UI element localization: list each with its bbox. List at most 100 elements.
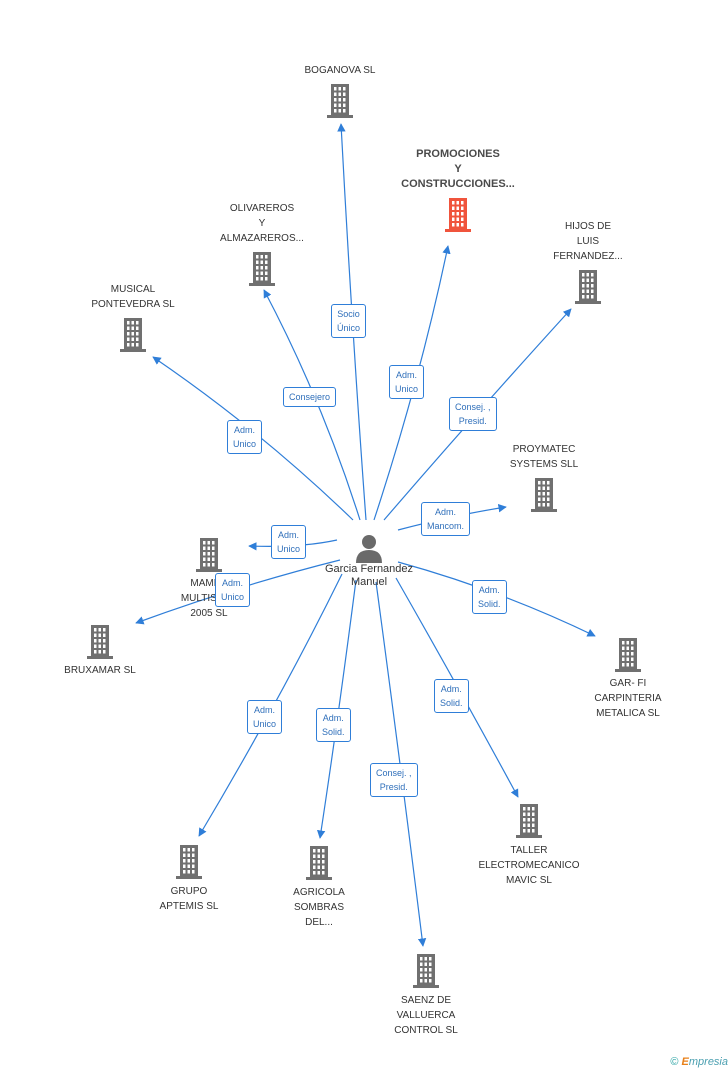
relation-label-line: Consej. , (376, 768, 412, 778)
relation-label-line: Unico (277, 544, 301, 554)
relation-label-line: Unico (221, 592, 245, 602)
company-label-line: ELECTROMECANICO (478, 860, 580, 871)
company-node-proymatec[interactable]: PROYMATEC SYSTEMS SLL (474, 442, 614, 512)
company-node-olivareros[interactable]: OLIVAREROS Y ALMAZAREROS... (192, 201, 332, 286)
brand-logo-text: mpresia (688, 1056, 728, 1068)
company-label-line: CONTROL SL (394, 1025, 458, 1036)
company-node-musical[interactable]: MUSICAL PONTEVEDRA SL (63, 282, 203, 352)
company-node-taller[interactable]: TALLER ELECTROMECANICO MAVIC SL (459, 804, 599, 888)
company-label-line: CONSTRUCCIONES... (401, 178, 515, 190)
building-icon (306, 846, 332, 880)
relation-label-saenz[interactable]: Consej. , Presid. (370, 763, 418, 797)
relation-label-garfi[interactable]: Adm. Solid. (472, 580, 507, 614)
edge-saenz (375, 581, 427, 947)
building-icon (196, 538, 222, 572)
building-icon (531, 478, 557, 512)
relation-label-line: Consejero (289, 392, 331, 402)
building-icon (413, 954, 439, 988)
company-label-line: VALLUERCA (396, 1010, 456, 1021)
company-label-line: METALICA SL (596, 708, 660, 719)
company-label-line: PROYMATEC (512, 444, 576, 455)
brand-logo-initial: E (681, 1056, 689, 1068)
company-label-line: SOMBRAS (293, 902, 344, 913)
person-name-line: Manuel (350, 576, 388, 588)
relation-label-line: Mancom. (427, 521, 465, 531)
relation-label-taller[interactable]: Adm.Solid. (434, 679, 469, 713)
building-icon (176, 845, 202, 879)
relation-label-line: Adm. (435, 507, 457, 517)
building-icon (445, 198, 471, 232)
relation-label-line: Único (337, 323, 361, 333)
company-label-line: BRUXAMAR SL (64, 665, 136, 676)
relation-label-bruxamar[interactable]: Adm. Unico (215, 573, 251, 607)
building-icon (249, 252, 275, 286)
company-label-line: MAVIC SL (506, 875, 552, 886)
relation-label-mamec[interactable]: Adm. Unico (271, 525, 307, 559)
company-label-line: MULTISERV (180, 593, 238, 604)
company-label-line: 2005 SL (190, 608, 228, 619)
relation-label-line: Adm. (234, 425, 256, 435)
copyright-symbol: © (670, 1056, 679, 1068)
company-label-line: ALMAZAREROS... (220, 233, 304, 244)
relation-label-line: Solid. (478, 599, 501, 609)
relation-label-line: Presid. (458, 416, 487, 426)
person-node[interactable]: Garcia Fernandez Manuel (319, 533, 419, 589)
company-node-agricola[interactable]: AGRICOLA SOMBRAS DEL... (249, 846, 389, 930)
company-label-line: OLIVAREROS (229, 203, 295, 214)
relation-label-line: Adm. (222, 578, 244, 588)
company-label-line: CARPINTERIA (594, 693, 662, 704)
building-icon (327, 84, 353, 118)
company-label-line: PROMOCIONES (416, 148, 500, 160)
person-name-line: Garcia (324, 563, 358, 575)
relation-label-line: Unico (395, 384, 419, 394)
company-label-line: AGRICOLA (293, 887, 345, 898)
person-icon (356, 535, 382, 563)
relation-label-line: Adm. (396, 370, 418, 380)
relation-label-line: Adm. (254, 705, 276, 715)
company-label-line: MAMEC (190, 578, 228, 589)
relation-label-line: Adm. (478, 585, 500, 595)
company-label-line: PONTEVEDRA SL (91, 299, 175, 310)
company-label-line: SYSTEMS SLL (509, 459, 579, 470)
relation-label-grupo[interactable]: Adm.Unico (247, 700, 283, 734)
company-node-mamec[interactable]: MAMEC MULTISERV 2005 SL (139, 538, 279, 621)
relation-label-line: Adm. (278, 530, 300, 540)
building-icon (120, 318, 146, 352)
company-label-line: FERNANDEZ... (553, 251, 623, 262)
company-label-line: BOGANOVA SL (304, 65, 376, 76)
company-label-line: APTEMIS SL (159, 901, 219, 912)
company-label-line: Y (454, 163, 462, 175)
person-name-line: Fernandez (360, 563, 414, 575)
relation-label-line: Solid. (322, 727, 345, 737)
relation-label-agricola[interactable]: Adm.Solid. (316, 708, 351, 742)
relation-label-proymatec[interactable]: Adm. Mancom. (421, 502, 471, 536)
relation-label-line: Consej. , (455, 402, 491, 412)
company-node-garfi[interactable]: GAR- FI CARPINTERIA METALICA SL (558, 638, 698, 721)
relation-label-olivareros[interactable]: Consejero (283, 387, 337, 407)
building-icon (575, 270, 601, 304)
company-node-boganova[interactable]: BOGANOVA SL (270, 63, 410, 118)
relation-label-hijos[interactable]: Consej. , Presid. (449, 397, 497, 431)
relation-label-promociones[interactable]: Adm. Unico (389, 365, 425, 399)
company-node-saenz[interactable]: SAENZ DE VALLUERCA CONTROL SL (356, 954, 496, 1038)
brand-footer: © Empresia (670, 1056, 728, 1068)
relation-label-musical[interactable]: Adm. Unico (227, 420, 263, 454)
company-label-line: GAR- FI (609, 678, 647, 689)
company-label-line: MUSICAL (110, 284, 156, 295)
company-label-line: SAENZ DE (400, 995, 451, 1006)
company-label-line: DEL... (305, 917, 333, 928)
company-node-promociones[interactable]: PROMOCIONES Y CONSTRUCCIONES... (388, 147, 528, 232)
company-node-bruxamar[interactable]: BRUXAMAR SL (30, 625, 170, 678)
relation-label-line: Presid. (379, 782, 408, 792)
relation-label-line: Socio (337, 309, 360, 319)
company-label-line: TALLER (510, 845, 548, 856)
relation-label-line: Adm. (440, 684, 462, 694)
company-label-line: GRUPO (170, 886, 208, 897)
company-label-line: Y (258, 218, 266, 229)
relation-label-line: Unico (233, 439, 257, 449)
building-icon (516, 804, 542, 838)
company-node-grupo[interactable]: GRUPO APTEMIS SL (119, 845, 259, 914)
